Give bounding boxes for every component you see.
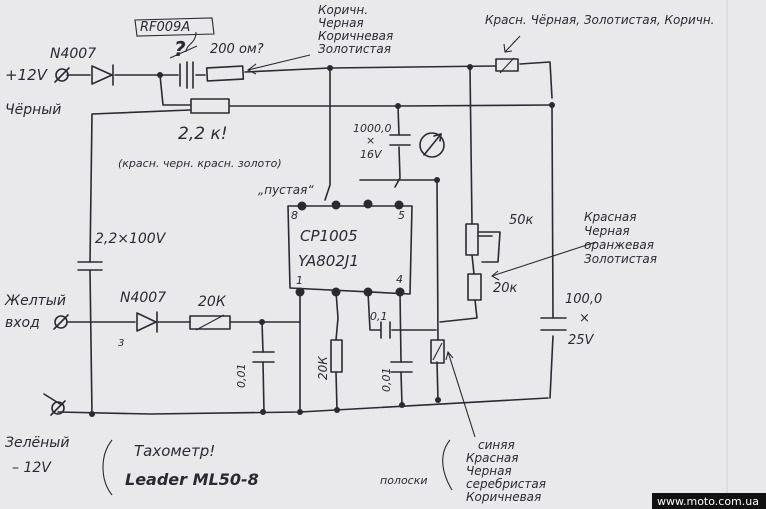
connector-ground bbox=[50, 400, 66, 416]
label-cap-0-1: 0,1 bbox=[370, 310, 388, 323]
label-200-color-3: Коричневая bbox=[318, 29, 393, 43]
capacitor-2-2uf bbox=[77, 261, 103, 271]
capacitor-100uf bbox=[540, 317, 567, 331]
label-resistor-20k-input: 20К bbox=[198, 294, 227, 310]
label-pin-5: 5 bbox=[398, 209, 405, 222]
label-stripes: полоски bbox=[380, 474, 428, 487]
meter-gauge-symbol bbox=[419, 132, 445, 158]
label-input: вход bbox=[5, 315, 40, 331]
diode-d1-symbol bbox=[91, 64, 114, 86]
annotation-arrows bbox=[102, 17, 597, 496]
label-empty-pin: „пустая“ bbox=[258, 183, 314, 197]
label-resistor-20k-vertical: 20К bbox=[316, 356, 330, 380]
label-stripe-color-4: серебристая bbox=[466, 477, 546, 491]
label-chip-part: CP1005 bbox=[300, 227, 358, 245]
label-question: ? bbox=[174, 37, 186, 61]
label-tachometer: Тахометр! bbox=[134, 442, 215, 460]
label-green-wire: Зелёный bbox=[5, 435, 69, 451]
label-20k-color-1: Красная bbox=[584, 210, 637, 224]
label-stripe-color-5: Коричневая bbox=[466, 490, 541, 504]
diode-d2-symbol bbox=[136, 311, 158, 333]
label-2-2k-colors: (красн. черн. красн. золото) bbox=[118, 157, 282, 170]
label-resistor-2-2k: 2,2 к! bbox=[178, 124, 228, 144]
label-cap-0-01-left: 0,01 bbox=[235, 364, 248, 389]
watermark-text: www.moto.com.ua bbox=[657, 495, 759, 508]
label-cap-2-2: 2,2×100V bbox=[95, 231, 167, 247]
potentiometer-50k bbox=[465, 223, 493, 256]
junction-dots bbox=[89, 64, 555, 417]
resistor-striped bbox=[430, 339, 445, 364]
label-pin-8: 8 bbox=[291, 209, 298, 222]
label-stripe-color-2: Красная bbox=[466, 451, 519, 465]
label-pin-1: 1 bbox=[296, 274, 303, 287]
watermark-background bbox=[652, 493, 766, 509]
label-minus12: – 12V bbox=[12, 460, 52, 476]
label-cap-100-voltage: 25V bbox=[568, 333, 595, 348]
resistor-20k-input bbox=[189, 315, 231, 330]
label-200-color-1: Коричн. bbox=[318, 3, 368, 17]
label-top-right-resistor-colors: Красн. Чёрная, Золотистая, Коричн. bbox=[485, 13, 715, 27]
capacitor-0-1 bbox=[380, 321, 391, 339]
label-black-wire: Чёрный bbox=[5, 102, 61, 118]
connector-plus12 bbox=[54, 67, 70, 83]
label-small-3: 3 bbox=[118, 338, 124, 349]
label-cap-100-value: 100,0 bbox=[565, 292, 602, 307]
label-diode-2: N4007 bbox=[120, 290, 166, 306]
label-yellow-wire: Желтый bbox=[4, 293, 66, 309]
label-tachometer-model: Leader ML50-8 bbox=[125, 470, 259, 489]
capacitor-1000uf bbox=[389, 134, 411, 146]
ic-chip-body bbox=[287, 199, 413, 297]
label-chip-code: YA802J1 bbox=[298, 252, 359, 270]
label-cap-1000-value: 1000,0 bbox=[353, 122, 392, 135]
label-pot-50k: 50к bbox=[509, 213, 534, 228]
label-diode-1: N4007 bbox=[50, 46, 96, 62]
label-cap-0-01-right: 0,01 bbox=[380, 368, 393, 393]
label-20k-color-2: Черная bbox=[584, 224, 630, 238]
label-resistor-20k-right: 20к bbox=[493, 281, 518, 296]
label-cap-100-x: × bbox=[579, 311, 590, 326]
label-200-color-2: Черная bbox=[318, 16, 364, 30]
label-cap-1000-x: × bbox=[366, 134, 375, 147]
label-20k-color-3: оранжевая bbox=[584, 238, 654, 252]
connector-input bbox=[53, 314, 69, 330]
label-stripe-color-1: синяя bbox=[478, 438, 515, 452]
resistor-20k-right bbox=[467, 273, 482, 301]
fuse-capacitor-symbol bbox=[169, 45, 198, 89]
label-plus12: +12V bbox=[5, 66, 49, 84]
label-ic-part: RF009A bbox=[140, 20, 190, 35]
label-stripe-color-3: Черная bbox=[466, 464, 512, 478]
resistor-20k-vertical bbox=[330, 339, 343, 373]
label-200-color-4: Золотистая bbox=[318, 42, 391, 56]
resistor-top-right bbox=[495, 58, 519, 72]
resistor-2-2k bbox=[190, 98, 230, 114]
resistor-200-ohm bbox=[205, 65, 245, 82]
label-cap-1000-voltage: 16V bbox=[360, 148, 383, 161]
capacitor-0-01-right bbox=[390, 361, 413, 373]
capacitor-0-01-left bbox=[252, 351, 275, 363]
label-pin-4: 4 bbox=[396, 273, 403, 286]
label-20k-color-4: Золотистая bbox=[584, 252, 657, 266]
label-resistor-200: 200 ом? bbox=[210, 42, 264, 57]
